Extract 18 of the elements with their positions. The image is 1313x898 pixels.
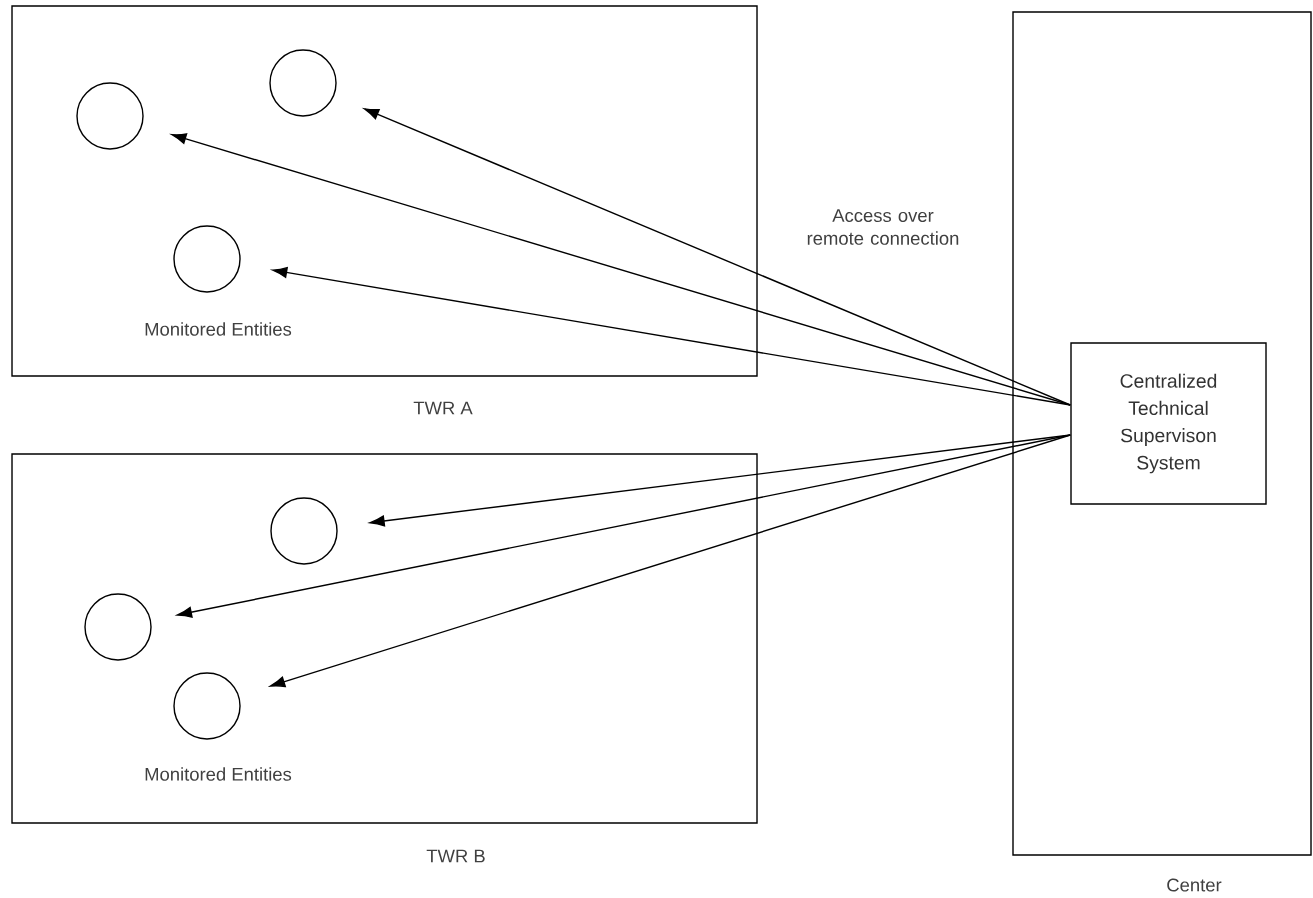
arrow	[171, 133, 1071, 406]
entity-circle	[84, 593, 152, 661]
annotation-text: Access over remote connection	[807, 209, 959, 245]
entity-circle	[270, 497, 338, 565]
arrow	[272, 266, 1071, 406]
entity-circle	[269, 49, 337, 117]
frame-caption: TWR A	[413, 401, 473, 415]
frame-caption: Center	[1167, 878, 1222, 892]
arrow	[363, 108, 1071, 406]
arrow	[369, 434, 1071, 527]
arrow	[270, 434, 1071, 688]
group-label: Monitored Entities	[145, 767, 292, 781]
system-box: Centralized Technical Supervison System	[1070, 342, 1267, 505]
frame-caption: TWR B	[426, 849, 485, 863]
entity-circle	[76, 82, 144, 150]
group-label: Monitored Entities	[145, 322, 292, 336]
entity-circle	[173, 225, 241, 293]
entity-circle	[173, 672, 241, 740]
